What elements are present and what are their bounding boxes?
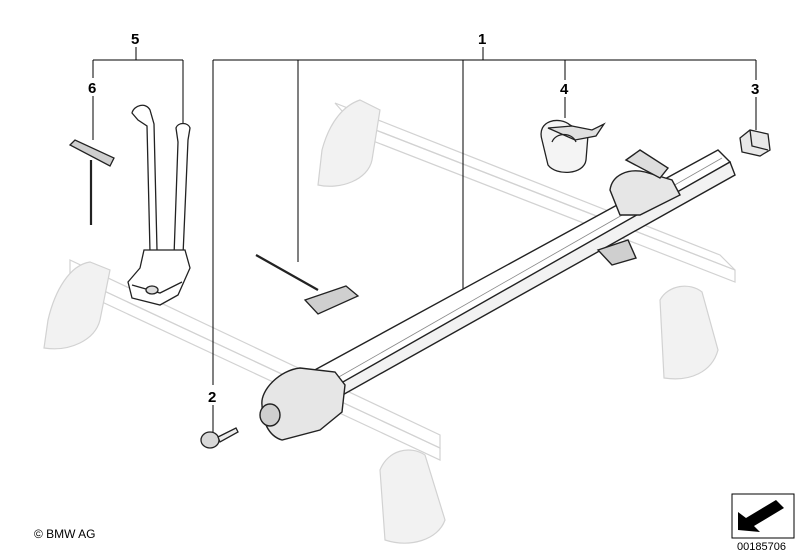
t-tool-part	[68, 139, 115, 225]
orientation-arrow-icon	[731, 493, 795, 539]
leader-lines	[92, 47, 757, 432]
diagram-number: 00185706	[737, 541, 786, 553]
callout-4: 4	[560, 81, 569, 98]
t-handle-part	[255, 254, 360, 315]
carrier-rail-part	[259, 149, 736, 441]
callout-3: 3	[751, 81, 759, 98]
callout-1: 1	[478, 31, 486, 48]
lock-key-part	[200, 427, 239, 449]
roof-bar-front	[43, 259, 446, 544]
fork-mount-part	[127, 104, 191, 306]
strap-part	[540, 119, 606, 173]
callout-5: 5	[131, 31, 139, 48]
callout-2: 2	[208, 389, 216, 406]
end-clip-part	[739, 129, 771, 157]
copyright-text: © BMW AG	[34, 527, 96, 541]
callout-6: 6	[88, 80, 96, 97]
